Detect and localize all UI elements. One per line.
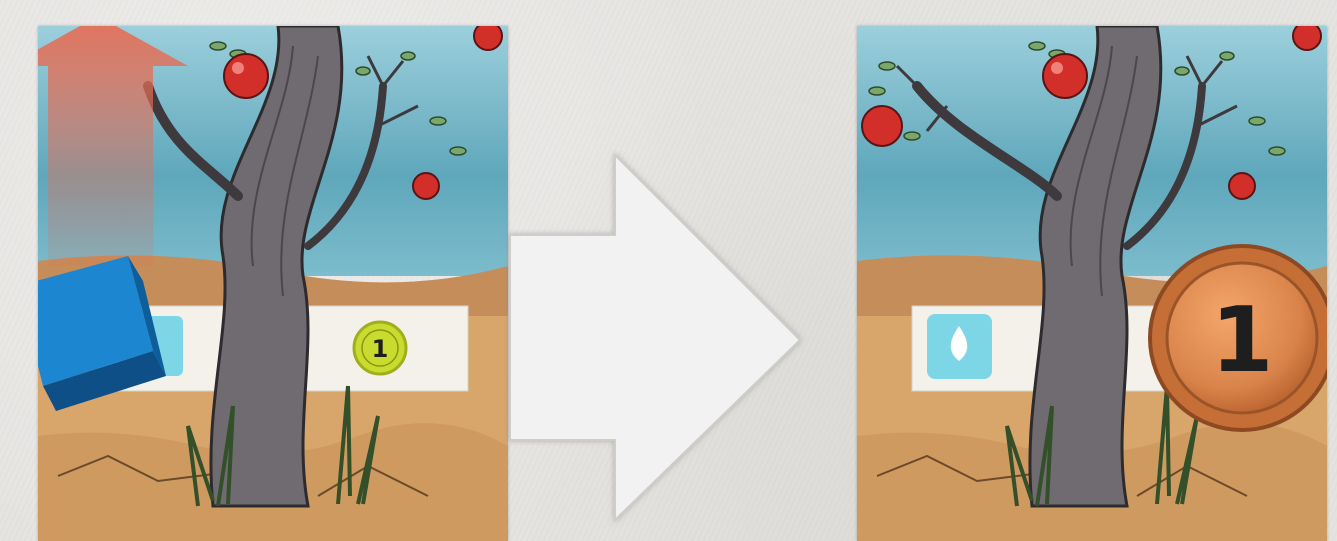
card-after-art: 1	[857, 26, 1327, 541]
token-value: 1	[372, 335, 389, 363]
coin-value: 1	[1211, 288, 1274, 393]
transition-arrow-shape	[500, 150, 810, 530]
card-after: 1	[857, 26, 1327, 541]
resource-token: 1	[354, 322, 406, 374]
card-before-art: 1	[38, 26, 508, 541]
card-before: 1	[38, 26, 508, 541]
transition-arrow	[500, 150, 810, 530]
water-symbol	[927, 314, 992, 379]
resource-coin: 1	[1150, 246, 1327, 430]
